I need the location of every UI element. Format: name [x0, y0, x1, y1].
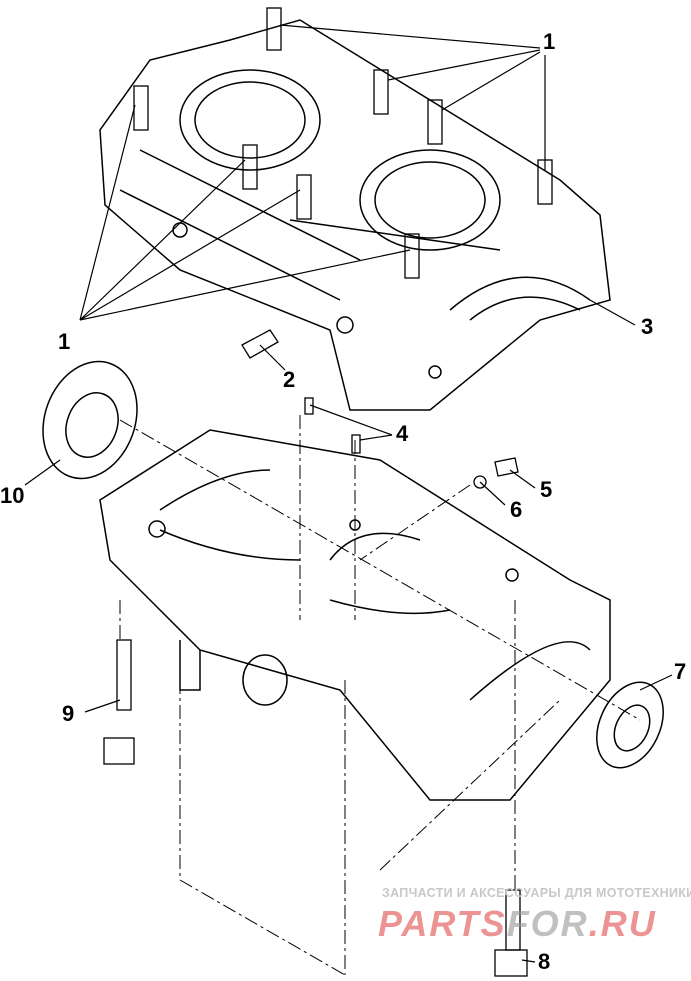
leader-lines — [24, 24, 673, 963]
centerlines — [119, 415, 641, 976]
callout-1-left: 1 — [58, 329, 71, 354]
watermark-brand: PARTSFOR.RU — [378, 905, 657, 943]
watermark-brand-c: .RU — [588, 903, 657, 944]
small-parts — [103, 329, 528, 977]
callout-5: 5 — [540, 477, 553, 502]
callout-9: 9 — [62, 701, 75, 726]
callout-1-top: 1 — [543, 29, 556, 54]
callout-6: 6 — [510, 497, 523, 522]
callout-4: 4 — [396, 421, 409, 446]
callout-3: 3 — [641, 314, 654, 339]
watermark-tagline: ЗАПЧАСТИ И АКСЕССУАРЫ ДЛЯ МОТОТЕХНИКИ — [382, 886, 691, 900]
seal-7 — [596, 681, 664, 769]
callout-8: 8 — [538, 949, 551, 974]
callout-2: 2 — [283, 367, 296, 392]
watermark-brand-b: FOR — [506, 903, 589, 944]
watermark-brand-a: PARTS — [378, 903, 507, 944]
callout-7: 7 — [674, 659, 687, 684]
callout-10: 10 — [0, 483, 25, 508]
lower-crankcase — [99, 429, 611, 801]
upper-crankcase — [99, 19, 611, 411]
seal-10 — [42, 360, 138, 480]
